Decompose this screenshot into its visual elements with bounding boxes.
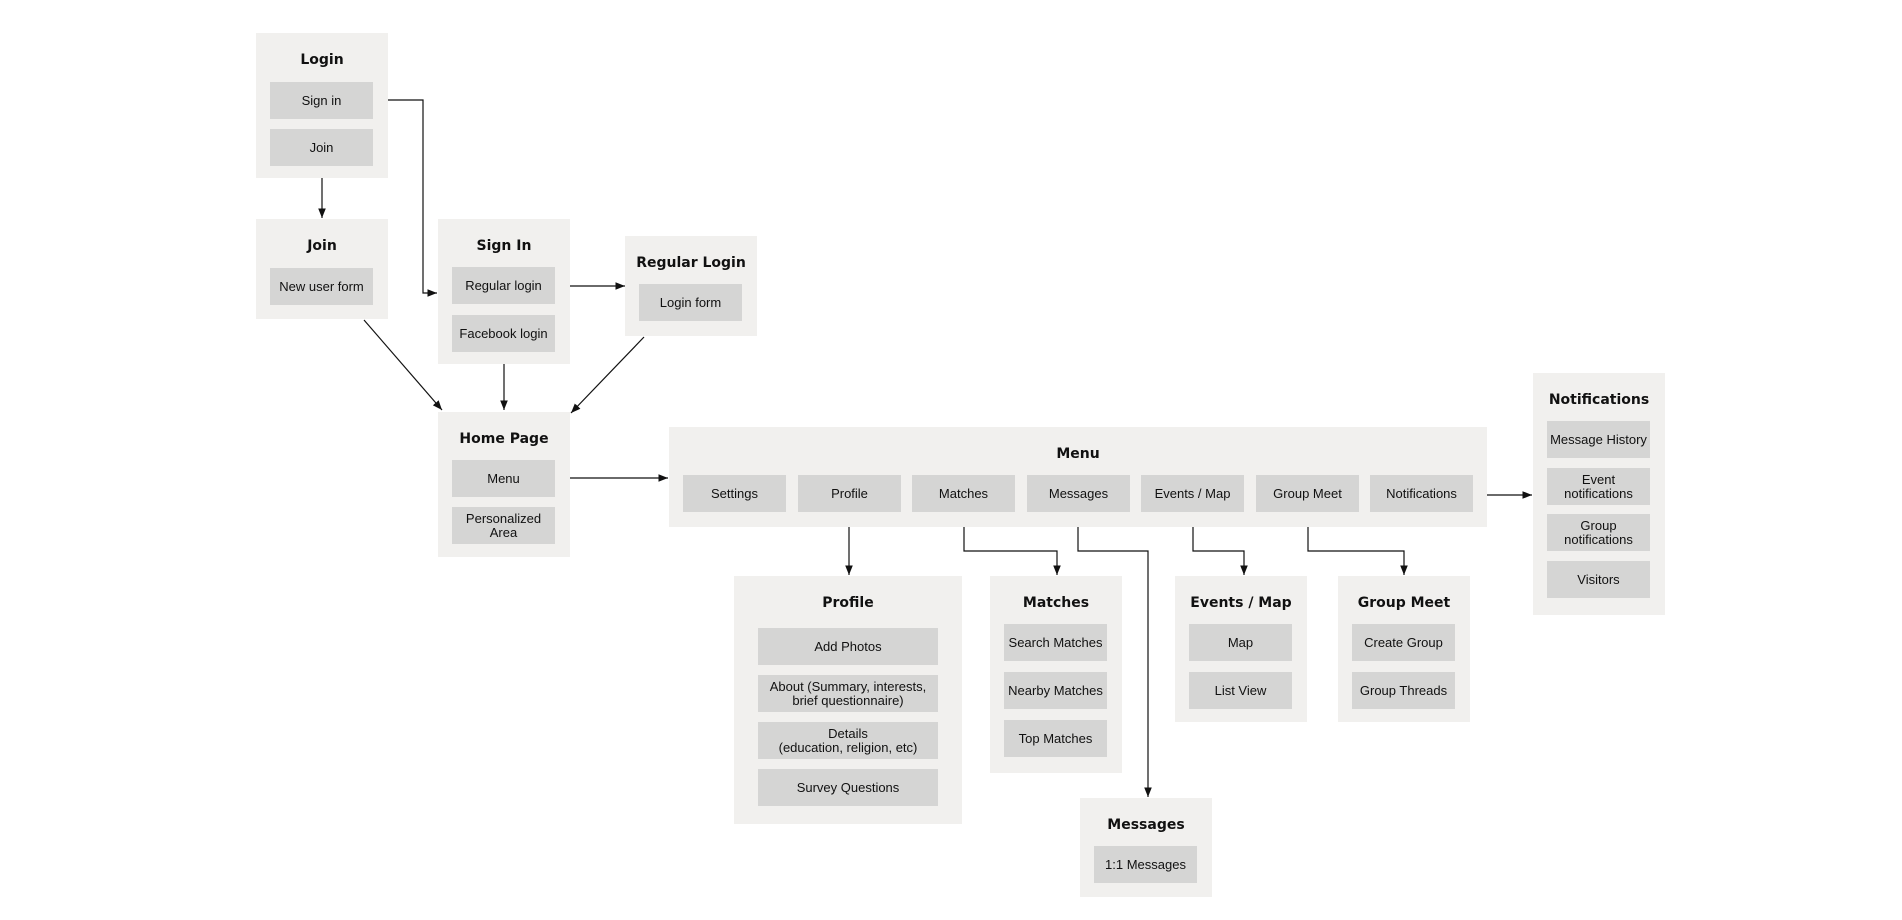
messages-group: Messages 1:1 Messages bbox=[1080, 798, 1212, 897]
survey-questions-button[interactable]: Survey Questions bbox=[758, 769, 938, 806]
sign-in-button[interactable]: Sign in bbox=[270, 82, 373, 119]
matches-title: Matches bbox=[1022, 595, 1090, 611]
message-history-button[interactable]: Message History bbox=[1547, 421, 1650, 458]
messages-title: Messages bbox=[1107, 817, 1185, 833]
menu-title: Menu bbox=[1056, 446, 1100, 462]
regular-login-button[interactable]: Regular login bbox=[452, 267, 555, 304]
regular-login-group: Regular Login Login form bbox=[625, 236, 757, 336]
events-map-group: Events / Map Map List View bbox=[1175, 576, 1307, 722]
matches-group: Matches Search Matches Nearby Matches To… bbox=[990, 576, 1122, 773]
list-view-button[interactable]: List View bbox=[1189, 672, 1292, 709]
group-notifications-button[interactable]: Group notifications bbox=[1547, 514, 1650, 551]
join-title: Join bbox=[307, 238, 337, 254]
sign-in-group: Sign In Regular login Facebook login bbox=[438, 219, 570, 364]
group-meet-group: Group Meet Create Group Group Threads bbox=[1338, 576, 1470, 722]
search-matches-button[interactable]: Search Matches bbox=[1004, 624, 1107, 661]
menu-profile[interactable]: Profile bbox=[798, 475, 901, 512]
menu-matches[interactable]: Matches bbox=[912, 475, 1015, 512]
join-group: Join New user form bbox=[256, 219, 388, 319]
facebook-login-button[interactable]: Facebook login bbox=[452, 315, 555, 352]
map-button[interactable]: Map bbox=[1189, 624, 1292, 661]
group-threads-button[interactable]: Group Threads bbox=[1352, 672, 1455, 709]
event-notifications-button[interactable]: Event notifications bbox=[1547, 468, 1650, 505]
events-map-title: Events / Map bbox=[1190, 595, 1292, 611]
menu-settings[interactable]: Settings bbox=[683, 475, 786, 512]
about-button[interactable]: About (Summary, interests, brief questio… bbox=[758, 675, 938, 712]
notifications-group: Notifications Message History Event noti… bbox=[1533, 373, 1665, 615]
home-menu-button[interactable]: Menu bbox=[452, 460, 555, 497]
profile-title: Profile bbox=[822, 595, 874, 611]
new-user-form-button[interactable]: New user form bbox=[270, 268, 373, 305]
nearby-matches-button[interactable]: Nearby Matches bbox=[1004, 672, 1107, 709]
menu-notifications[interactable]: Notifications bbox=[1370, 475, 1473, 512]
home-page-title: Home Page bbox=[459, 431, 549, 447]
menu-messages[interactable]: Messages bbox=[1027, 475, 1130, 512]
visitors-button[interactable]: Visitors bbox=[1547, 561, 1650, 598]
home-page-group: Home Page Menu Personalized Area bbox=[438, 412, 570, 557]
arrow-reglogin-to-home bbox=[570, 336, 645, 414]
add-photos-button[interactable]: Add Photos bbox=[758, 628, 938, 665]
join-button[interactable]: Join bbox=[270, 129, 373, 166]
menu-group: Menu Settings Profile Matches Messages E… bbox=[669, 427, 1487, 527]
menu-events-map[interactable]: Events / Map bbox=[1141, 475, 1244, 512]
top-matches-button[interactable]: Top Matches bbox=[1004, 720, 1107, 757]
one-to-one-messages-button[interactable]: 1:1 Messages bbox=[1094, 846, 1197, 883]
login-title: Login bbox=[300, 52, 344, 68]
login-group: Login Sign in Join bbox=[256, 33, 388, 178]
details-button[interactable]: Details (education, religion, etc) bbox=[758, 722, 938, 759]
login-form-button[interactable]: Login form bbox=[639, 284, 742, 321]
group-meet-title: Group Meet bbox=[1357, 595, 1451, 611]
arrow-join-to-home bbox=[363, 319, 443, 411]
menu-group-meet[interactable]: Group Meet bbox=[1256, 475, 1359, 512]
regular-login-title: Regular Login bbox=[636, 255, 746, 271]
sign-in-title: Sign In bbox=[476, 238, 532, 254]
profile-group: Profile Add Photos About (Summary, inter… bbox=[734, 576, 962, 824]
notifications-title: Notifications bbox=[1548, 392, 1650, 408]
personalized-area-button[interactable]: Personalized Area bbox=[452, 507, 555, 544]
create-group-button[interactable]: Create Group bbox=[1352, 624, 1455, 661]
